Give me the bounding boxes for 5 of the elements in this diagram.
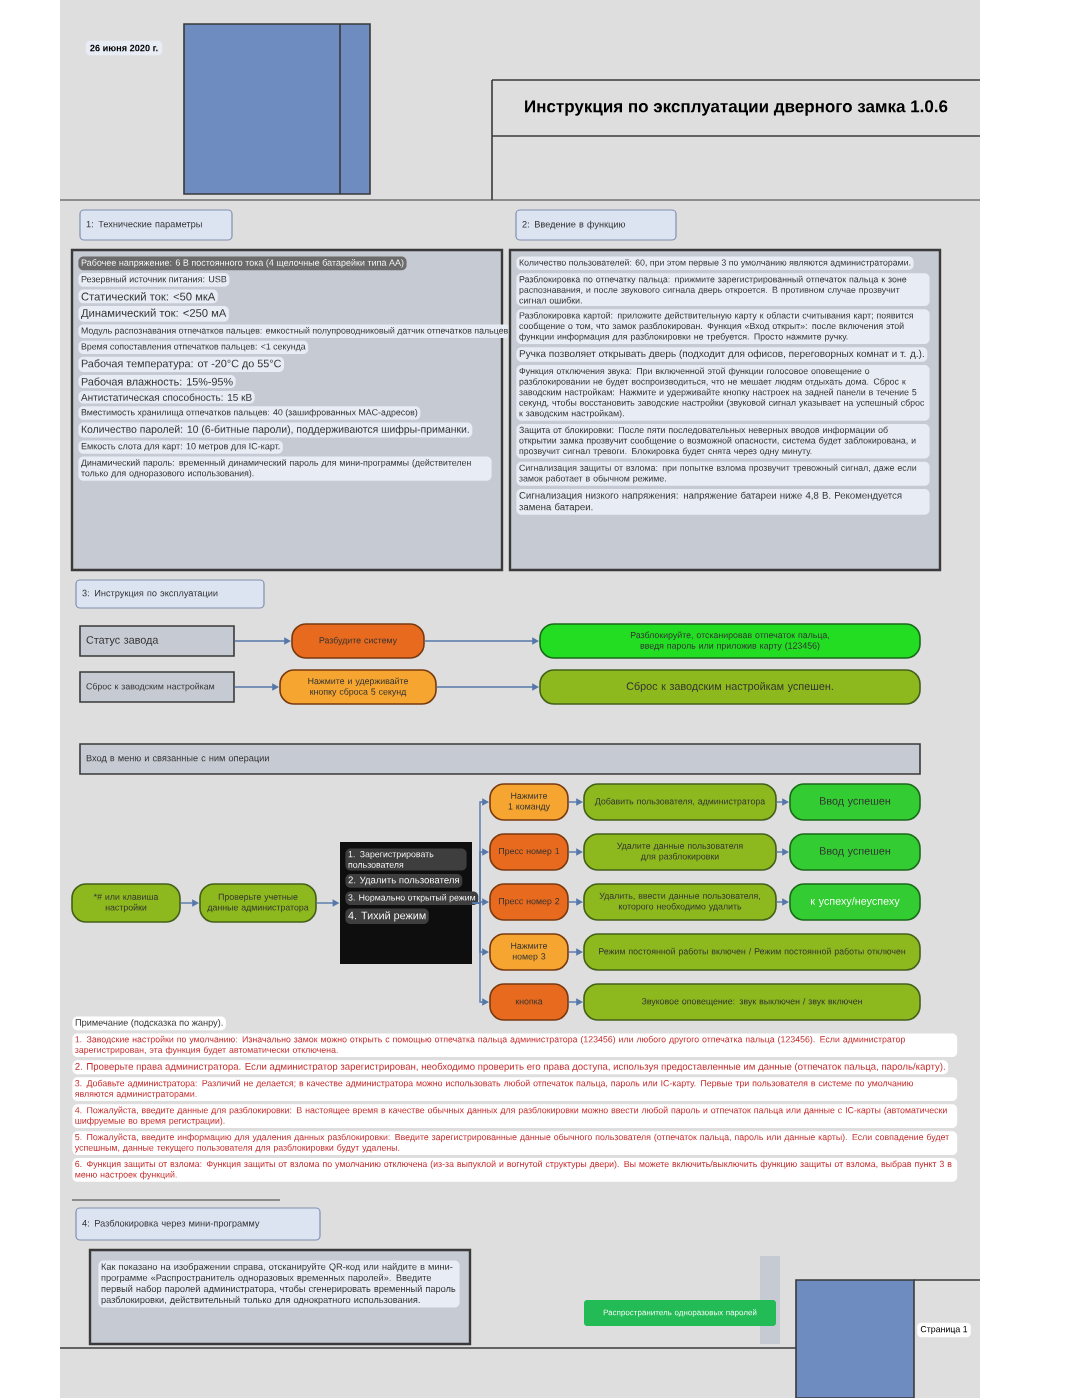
- panel: [88, 1248, 472, 1346]
- menu-box: [340, 842, 479, 964]
- panel: [70, 248, 511, 572]
- panel: [508, 248, 942, 572]
- title: Инструкция по эксплуатации дверного замка 1.0.6: [525, 100, 948, 116]
